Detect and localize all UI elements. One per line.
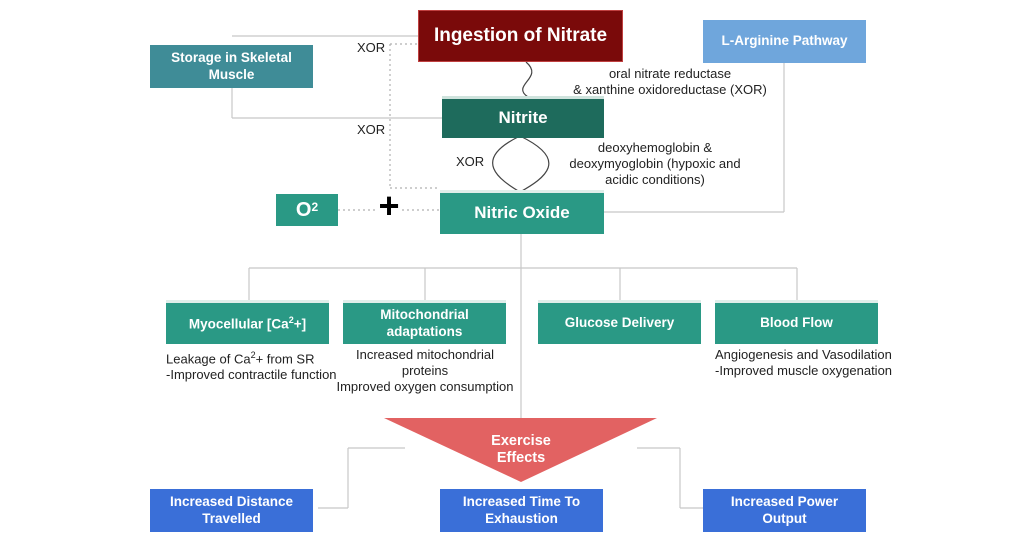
deoxy-line-2: deoxymyoglobin (hypoxic and [569,156,741,171]
reductase-line-1: oral nitrate reductase [608,66,732,81]
mito-label-1: Mitochondrial [380,307,469,323]
reductase-line-2: & xanthine oxidoreductase (XOR) [573,82,767,97]
myocellular-text-post: +] [293,316,307,332]
myocellular-sup: 2 [288,314,294,325]
myocellular-description: Leakage of Ca2+ from SR -Improved contra… [166,347,346,383]
ingestion-to-nitrite-curve [522,61,533,98]
time-label-2: Exhaustion [485,510,558,526]
storage-label-2: Muscle [208,66,255,82]
reductase-annotation: oral nitrate reductase & xanthine oxidor… [560,66,780,98]
storage-label-1: Storage in Skeletal [171,50,292,66]
bloodflow-description: Angiogenesis and Vasodilation -Improved … [715,347,915,379]
plus-icon: + [374,185,404,226]
nitrite-node: Nitrite [442,96,604,138]
myocellular-text: Myocellular [Ca [188,316,289,332]
exercise-label: Exercise Effects [461,429,581,471]
ingestion-node: Ingestion of Nitrate [418,10,623,62]
ingestion-label: Ingestion of Nitrate [433,24,608,46]
myo-desc-pre: Leakage of Ca [166,351,251,367]
plus-label: + [378,185,400,227]
deoxy-annotation: deoxyhemoglobin & deoxymyoglobin (hypoxi… [555,140,755,188]
time-node: Increased Time To Exhaustion [440,489,603,532]
mito-desc-line-1: Increased mitochondrial [355,347,495,362]
exercise-label-1: Exercise [491,432,551,449]
nitrite-label: Nitrite [498,108,548,128]
power-label-1: Increased Power [730,494,839,510]
distance-node: Increased Distance Travelled [150,489,313,532]
o2-superscript: 2 [311,199,319,214]
deoxy-line-1: deoxyhemoglobin & [597,140,713,155]
mito-desc-line-3: Improved oxygen consumption [336,379,514,394]
storage-node: Storage in Skeletal Muscle [150,45,313,88]
distance-label-1: Increased Distance [169,494,294,510]
blood-desc-line-2: -Improved muscle oxygenation [715,363,893,378]
xor-label-top: XOR [357,40,386,55]
myocellular-node: Myocellular [Ca2+] [166,300,329,344]
larginine-node: L-Arginine Pathway [703,20,866,63]
larginine-label: L-Arginine Pathway [721,33,848,49]
xor-label-left: XOR [456,154,485,169]
power-label-2: Output [762,510,807,526]
glucose-node: Glucose Delivery [538,300,701,344]
mito-desc-line-2: proteins [401,363,449,378]
deoxy-line-3: acidic conditions) [605,172,705,187]
nitric-oxide-node: Nitric Oxide [440,190,604,234]
nitric-oxide-label: Nitric Oxide [474,203,570,223]
bloodflow-node: Blood Flow [715,300,878,344]
myo-desc-post: + from SR [255,351,315,367]
exercise-triangle [384,418,657,482]
nitrite-no-loop [492,135,550,193]
power-node: Increased Power Output [703,489,866,532]
exercise-label-2: Effects [496,450,546,466]
bloodflow-label: Blood Flow [760,315,833,331]
myo-desc-line-1: Leakage of Ca2+ from SR [166,347,346,367]
blood-desc-line-1: Angiogenesis and Vasodilation [715,347,892,362]
myocellular-label: Myocellular [Ca2+] [189,315,306,333]
mito-description: Increased mitochondrial proteins Improve… [325,347,525,395]
glucose-label: Glucose Delivery [564,315,675,331]
myo-desc-sup: 2 [250,350,256,360]
time-label-1: Increased Time To [462,494,581,510]
mito-label-2: adaptations [386,323,463,339]
xor-label-mid: XOR [357,122,386,137]
mito-node: Mitochondrial adaptations [343,300,506,344]
myo-desc-line-2: -Improved contractile function [166,367,337,383]
o2-label: O [295,199,312,221]
distance-label-2: Travelled [202,510,261,526]
